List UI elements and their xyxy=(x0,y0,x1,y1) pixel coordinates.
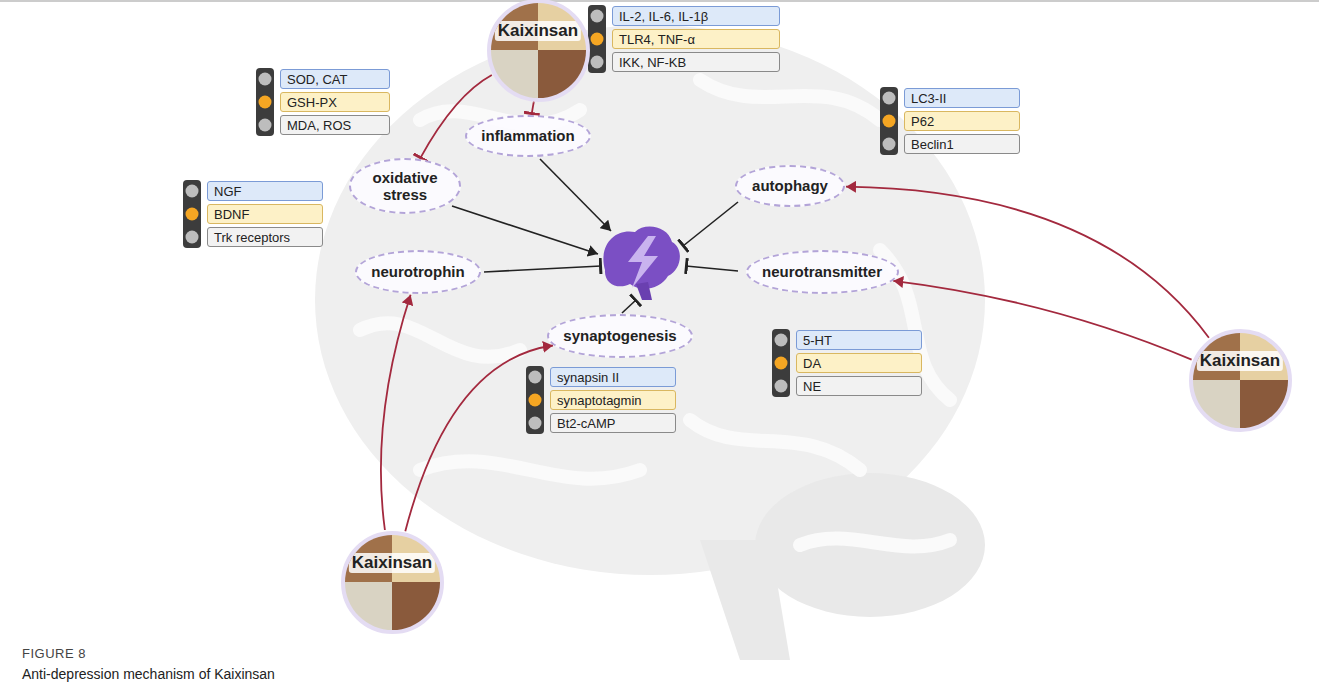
marker-box: IL-2, IL-6, IL-1β xyxy=(612,6,780,26)
cerebellum-silhouette xyxy=(755,473,985,617)
marker-text: LC3-II xyxy=(911,91,946,106)
traffic-light xyxy=(588,5,606,73)
marker-text: IKK, NF-KB xyxy=(619,55,686,70)
herb-formula-circle: Kaixinsan xyxy=(1189,329,1292,432)
promotion-connector xyxy=(846,187,1209,338)
marker-text: DA xyxy=(803,356,821,371)
marker-box: P62 xyxy=(904,111,1020,131)
marker-box: TLR4, TNF-α xyxy=(612,29,780,49)
herb-formula-circle: Kaixinsan xyxy=(487,0,590,102)
marker-text: TLR4, TNF-α xyxy=(619,32,695,47)
inhibit-line xyxy=(484,266,601,272)
marker-box: BDNF xyxy=(207,204,323,224)
marker-box: GSH-PX xyxy=(280,92,390,112)
marker-text: 5-HT xyxy=(803,333,832,348)
gyrus-line xyxy=(360,323,520,357)
promotion-connector xyxy=(405,346,553,532)
marker-text: P62 xyxy=(911,114,934,129)
marker-box: synaptotagmin xyxy=(550,390,676,410)
brain-gyri xyxy=(360,80,950,546)
mechanism-label: oxidative stress xyxy=(365,169,445,204)
marker-text: synapsin II xyxy=(557,370,619,385)
inhibit-line xyxy=(686,266,738,271)
effect-arrow xyxy=(540,159,611,231)
brain-stem-icon xyxy=(636,282,652,300)
marker-text: Trk receptors xyxy=(214,230,290,245)
herb-photo xyxy=(1193,380,1241,428)
gyrus-line xyxy=(690,420,860,470)
marker-box: synapsin II xyxy=(550,367,676,387)
marker-text: NE xyxy=(803,379,821,394)
mechanism-ellipse: inflammation xyxy=(465,115,591,157)
marker-box: NGF xyxy=(207,181,323,201)
marker-box: IKK, NF-KB xyxy=(612,52,780,72)
mechanism-label: neurotransmitter xyxy=(762,263,882,280)
herb-photo xyxy=(538,50,586,98)
brain-icon xyxy=(603,227,679,289)
effect-arrow xyxy=(452,206,598,254)
traffic-light xyxy=(183,180,201,248)
promotion-connector xyxy=(893,281,1191,360)
formula-name: Kaixinsan xyxy=(495,21,581,41)
top-rule xyxy=(0,0,1319,2)
inhibit-line xyxy=(683,202,738,246)
mechanism-label: neurotrophin xyxy=(371,263,464,280)
marker-text: NGF xyxy=(214,184,241,199)
gyrus-line xyxy=(420,461,640,478)
marker-text: SOD, CAT xyxy=(287,72,347,87)
mechanism-label: synaptogenesis xyxy=(563,327,676,344)
marker-box: DA xyxy=(796,353,922,373)
mechanism-label: inflammation xyxy=(481,127,574,144)
figure-number: FIGURE 8 xyxy=(22,646,86,661)
lightning-bolt xyxy=(628,236,658,288)
marker-box: LC3-II xyxy=(904,88,1020,108)
herb-photo xyxy=(491,50,539,98)
marker-box: SOD, CAT xyxy=(280,69,390,89)
traffic-light xyxy=(772,329,790,397)
marker-text: Beclin1 xyxy=(911,137,954,152)
marker-text: IL-2, IL-6, IL-1β xyxy=(619,9,708,24)
marker-box: Bt2-cAMP xyxy=(550,413,676,433)
herb-formula-circle: Kaixinsan xyxy=(341,531,444,634)
marker-text: synaptotagmin xyxy=(557,393,642,408)
promotion-connector xyxy=(381,295,411,530)
mechanism-ellipse: neurotransmitter xyxy=(746,250,899,294)
marker-box: Trk receptors xyxy=(207,227,323,247)
mechanism-ellipse: synaptogenesis xyxy=(547,314,693,358)
formula-name: Kaixinsan xyxy=(349,553,435,573)
mechanism-ellipse: autophagy xyxy=(735,165,845,207)
marker-text: GSH-PX xyxy=(287,95,337,110)
gyrus-line xyxy=(700,80,880,120)
mechanism-label: autophagy xyxy=(752,177,828,194)
mechanism-ellipse: oxidative stress xyxy=(349,158,461,214)
herb-photo xyxy=(1240,380,1288,428)
herb-photo xyxy=(392,582,440,630)
formula-name: Kaixinsan xyxy=(1197,351,1283,371)
marker-text: MDA, ROS xyxy=(287,118,351,133)
traffic-light xyxy=(526,366,544,434)
inhibition-connector xyxy=(532,102,534,114)
traffic-light xyxy=(256,68,274,136)
mechanism-ellipse: neurotrophin xyxy=(355,250,481,294)
marker-text: BDNF xyxy=(214,207,249,222)
marker-box: NE xyxy=(796,376,922,396)
marker-box: Beclin1 xyxy=(904,134,1020,154)
inhibit-line xyxy=(622,300,636,313)
marker-box: MDA, ROS xyxy=(280,115,390,135)
marker-box: 5-HT xyxy=(796,330,922,350)
herb-photo xyxy=(345,582,393,630)
marker-text: Bt2-cAMP xyxy=(557,416,616,431)
traffic-light xyxy=(880,87,898,155)
brainstem-silhouette xyxy=(700,540,790,660)
figure-caption: Anti-depression mechanism of Kaixinsan xyxy=(22,666,275,682)
gyrus-line xyxy=(800,539,950,547)
